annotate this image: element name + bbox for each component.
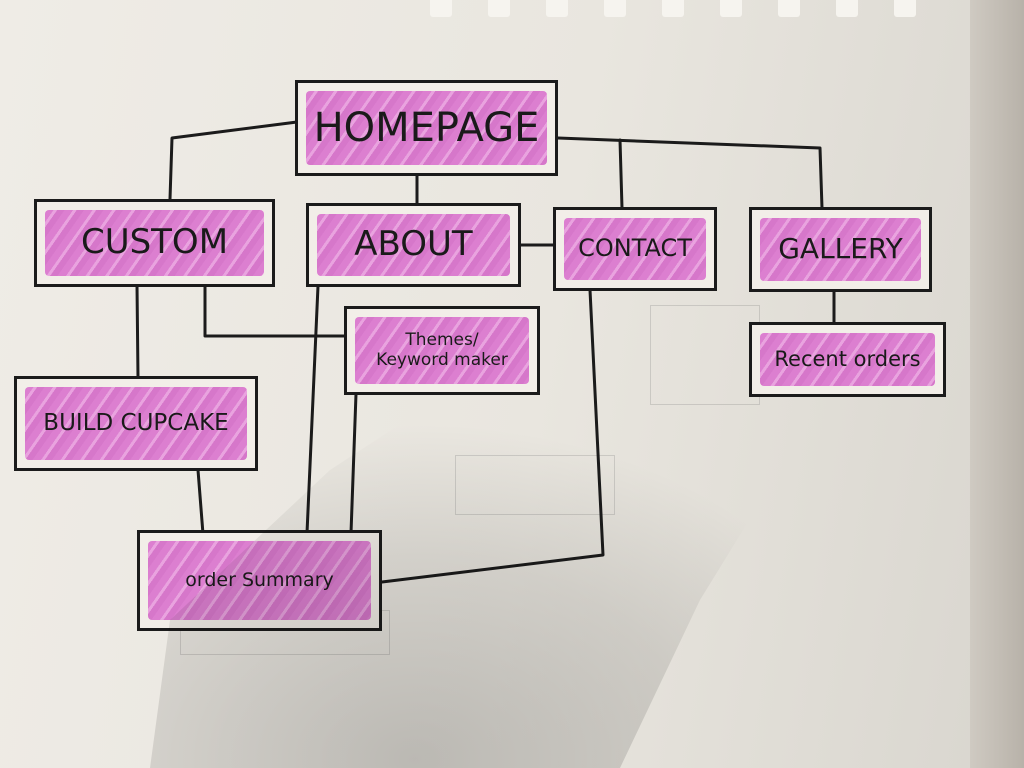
node-order-summary-label: order Summary: [185, 568, 334, 591]
node-contact-label: CONTACT: [578, 234, 692, 263]
node-homepage: HOMEPAGE: [295, 80, 558, 176]
node-recent-orders-label: Recent orders: [774, 347, 921, 372]
background-cloth: [970, 0, 1024, 768]
node-gallery-label: GALLERY: [778, 232, 903, 266]
node-homepage-label: HOMEPAGE: [313, 105, 540, 151]
spiral-binding: [0, 0, 1024, 20]
node-custom-label: CUSTOM: [80, 222, 229, 263]
node-recent-orders: Recent orders: [749, 322, 946, 397]
node-gallery: GALLERY: [749, 207, 932, 292]
node-build-cupcake-label: BUILD CUPCAKE: [43, 410, 229, 437]
node-order-summary: order Summary: [137, 530, 382, 631]
node-about-label: ABOUT: [354, 224, 473, 265]
node-custom: CUSTOM: [34, 199, 275, 287]
node-about: ABOUT: [306, 203, 521, 287]
node-themes: Themes/ Keyword maker: [344, 306, 540, 395]
node-contact: CONTACT: [553, 207, 717, 291]
node-themes-label: Themes/ Keyword maker: [376, 329, 508, 370]
node-build-cupcake: BUILD CUPCAKE: [14, 376, 258, 471]
